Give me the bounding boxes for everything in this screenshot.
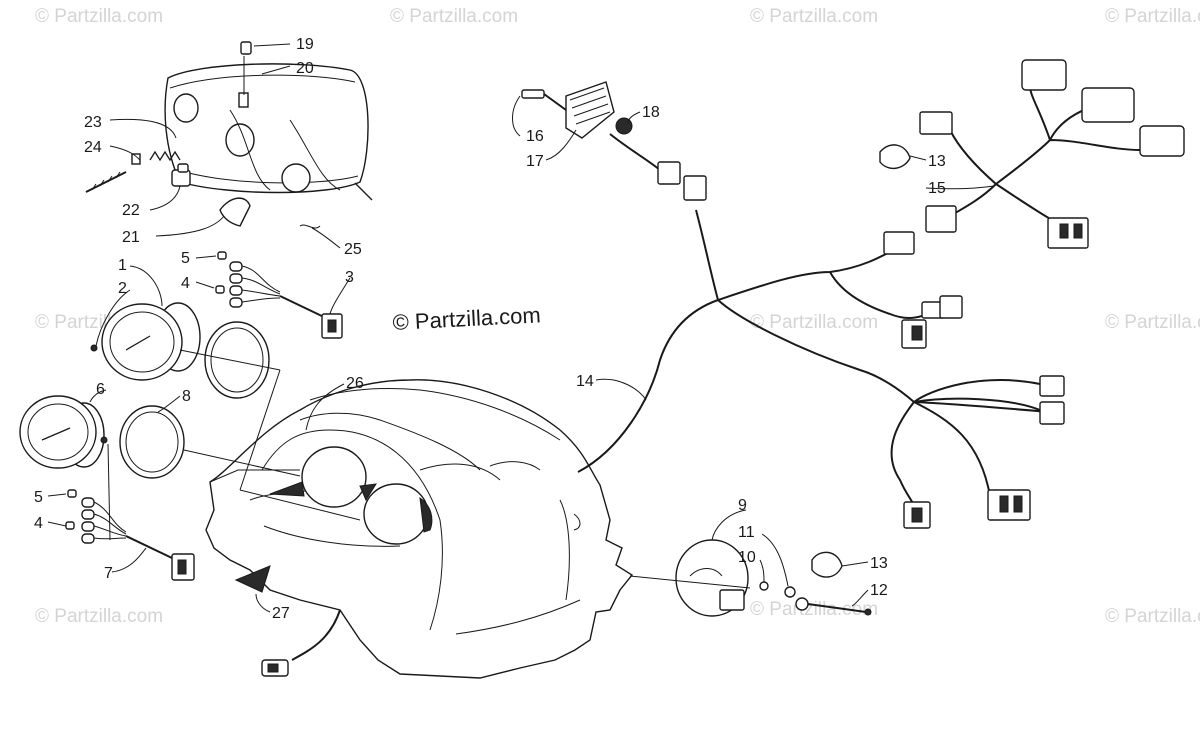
center-watermark: © Partzilla.com [392, 302, 541, 335]
warning-decal [234, 565, 271, 593]
callout-leaders [47, 43, 995, 613]
watermark: © Partzilla.com [1105, 6, 1200, 27]
callout-11: 11 [738, 524, 755, 541]
callout-19: 19 [296, 36, 314, 53]
pod-connector [261, 609, 341, 677]
callout-27: 27 [272, 605, 290, 622]
callout-18: 18 [642, 104, 660, 121]
callout-10: 10 [738, 549, 756, 566]
callout-25: 25 [344, 241, 362, 258]
headlight-assembly [164, 63, 373, 201]
callout-24: 24 [84, 139, 102, 156]
gauge-harness-upper [215, 251, 343, 339]
bulb-part [171, 163, 191, 187]
bezel-lower [119, 405, 185, 479]
gauge-9 [629, 539, 751, 617]
callout-21: 21 [122, 229, 140, 246]
gauge-harness-lower [65, 489, 195, 581]
callout-9: 9 [738, 497, 747, 514]
callout-23: 23 [84, 114, 102, 131]
callout-22: 22 [122, 202, 140, 219]
leader-line [107, 443, 111, 541]
leader-line [239, 369, 281, 491]
voltage-regulator [521, 81, 707, 201]
socket-part [219, 197, 251, 227]
callout-4a: 4 [181, 275, 190, 292]
clip-part [240, 41, 252, 55]
callout-labels: 19 20 23 24 22 21 25 5 1 4 2 3 6 8 26 5 … [34, 36, 946, 622]
cable-12 [795, 597, 872, 616]
callout-13a: 13 [928, 153, 946, 170]
callout-1: 1 [118, 257, 127, 274]
clamp-upper [879, 144, 911, 169]
screw-part [85, 153, 141, 193]
sub-harness-15 [919, 59, 1185, 249]
watermark: © Partzilla.com [750, 599, 878, 620]
watermark: © Partzilla.com [1105, 312, 1200, 333]
callout-13b: 13 [870, 555, 888, 572]
callout-15: 15 [928, 180, 946, 197]
callout-5b: 5 [34, 489, 43, 506]
leader-line [179, 349, 281, 371]
callout-17: 17 [526, 153, 544, 170]
main-harness [577, 209, 1065, 529]
watermark: © Partzilla.com [750, 6, 878, 27]
callout-20: 20 [296, 60, 314, 77]
callout-26: 26 [346, 375, 364, 392]
watermark: © Partzilla.com [35, 606, 163, 627]
callout-4b: 4 [34, 515, 43, 532]
gauge-1 [90, 302, 201, 381]
callout-14: 14 [576, 373, 594, 390]
callout-2: 2 [118, 280, 127, 297]
watermark: © Partzilla.com [390, 6, 518, 27]
callout-16: 16 [526, 128, 544, 145]
watermark: © Partzilla.com [750, 312, 878, 333]
watermark: © Partzilla.com [35, 6, 163, 27]
gauge-6 [19, 395, 108, 469]
callout-3: 3 [345, 269, 354, 286]
clamp-lower [811, 551, 843, 578]
washer-part [784, 586, 796, 598]
wire-clip-part [299, 224, 321, 229]
leader-line [183, 449, 301, 477]
spring-part [149, 150, 181, 162]
callout-6: 6 [96, 381, 105, 398]
leader-line [239, 489, 361, 521]
callout-7: 7 [104, 565, 113, 582]
callout-5a: 5 [181, 250, 190, 267]
callout-8: 8 [182, 388, 191, 405]
bezel-upper [204, 321, 270, 399]
watermark: © Partzilla.com [1105, 606, 1200, 627]
callout-12: 12 [870, 582, 888, 599]
instrument-pod [205, 379, 634, 679]
nut-part [759, 581, 769, 591]
